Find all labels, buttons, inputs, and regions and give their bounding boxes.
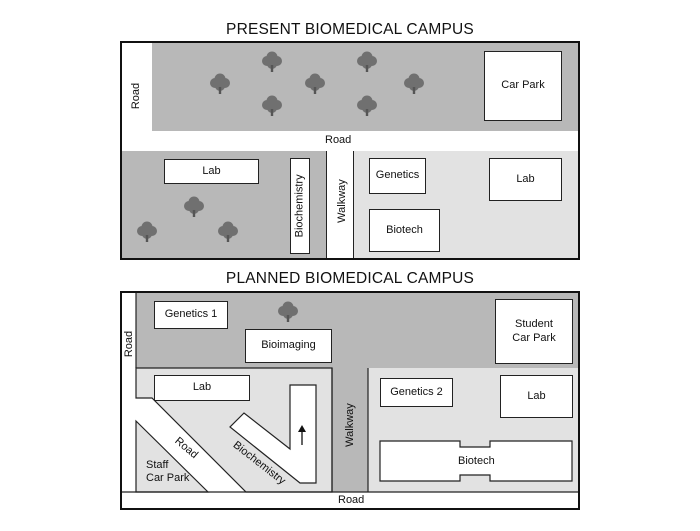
present-biochemistry-label: Biochemistry bbox=[293, 174, 306, 238]
present-road-vertical-label: Road bbox=[130, 82, 142, 110]
planned-walkway-strip bbox=[332, 368, 368, 492]
present-map-title: PRESENT BIOMEDICAL CAMPUS bbox=[226, 21, 474, 38]
present-genetics: Genetics bbox=[369, 158, 426, 194]
present-biochemistry: Biochemistry bbox=[290, 158, 310, 254]
planned-student-car-park: Student Car Park bbox=[495, 299, 573, 364]
planned-walkway-label: Walkway bbox=[344, 403, 356, 447]
planned-genetics-2: Genetics 2 bbox=[380, 378, 453, 407]
student-car-park-line2: Car Park bbox=[512, 331, 556, 344]
planned-road-diagonal-label: Road bbox=[172, 435, 201, 462]
present-road-horizontal-label: Road bbox=[325, 134, 352, 146]
planned-road-bottom-label: Road bbox=[338, 494, 365, 506]
planned-lab-left: Lab bbox=[154, 375, 250, 401]
student-car-park-line1: Student bbox=[515, 317, 553, 330]
planned-lab-right: Lab bbox=[500, 375, 573, 418]
present-biotech: Biotech bbox=[369, 209, 440, 252]
planned-road-vertical-label: Road bbox=[123, 330, 135, 358]
present-walkway-strip bbox=[326, 151, 354, 258]
present-walkway-label: Walkway bbox=[336, 179, 348, 223]
present-lab-left: Lab bbox=[164, 159, 259, 184]
present-car-park: Car Park bbox=[484, 51, 562, 121]
planned-staff-car-park-line1: Staff bbox=[146, 459, 169, 471]
planned-bioimaging: Bioimaging bbox=[245, 329, 332, 363]
planned-biotech-label: Biotech bbox=[458, 455, 495, 467]
planned-genetics-1: Genetics 1 bbox=[154, 301, 228, 329]
present-lab-right: Lab bbox=[489, 158, 562, 201]
planned-map: Road Genetics 1 Bioimaging Student Car P… bbox=[120, 291, 580, 510]
present-map: Road Road Car Park Lab Biochemistry Walk… bbox=[120, 41, 580, 260]
planned-map-title: PLANNED BIOMEDICAL CAMPUS bbox=[225, 270, 475, 287]
planned-staff-car-park-line2: Car Park bbox=[146, 472, 190, 484]
planned-biochemistry-label: Biochemistry bbox=[230, 439, 288, 488]
